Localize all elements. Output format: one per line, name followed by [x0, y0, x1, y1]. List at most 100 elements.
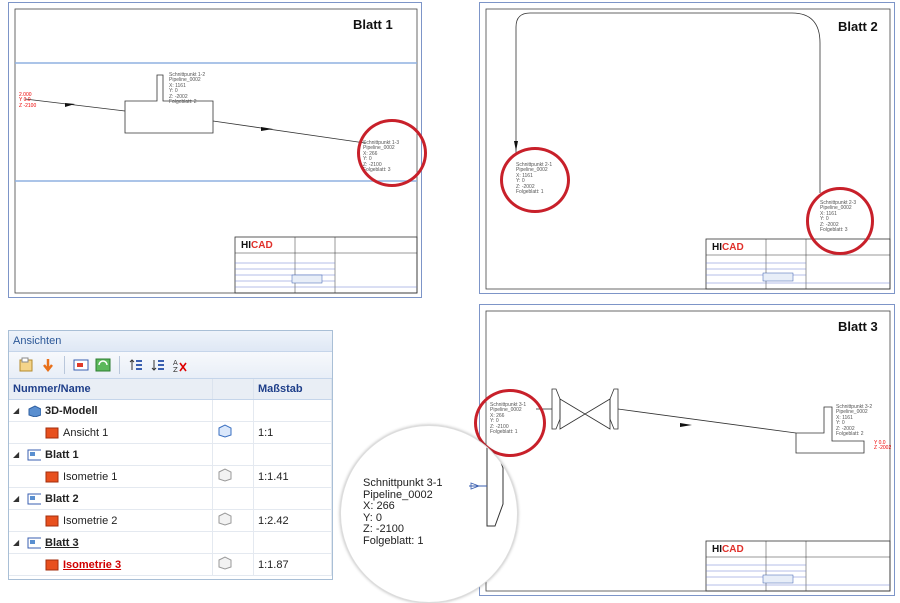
sheet-view-icon[interactable]	[72, 356, 90, 374]
expand-triangle-icon[interactable]: ◢	[13, 406, 20, 415]
3d-view-icon[interactable]	[217, 424, 233, 438]
wireframe-icon[interactable]	[217, 556, 233, 570]
refresh-icon[interactable]	[94, 356, 112, 374]
sheet-3-annotation-right: Schnittpunkt 3-2 Pipeline_0002 X: 1161 Y…	[836, 404, 873, 438]
annot-line: Z -2100	[19, 102, 37, 109]
arrow-down-icon[interactable]	[39, 356, 57, 374]
row-scale	[253, 487, 332, 510]
table-row[interactable]: ◢ Blatt 2	[9, 487, 332, 510]
annot-line: X: 1161	[169, 82, 186, 89]
row-label: Blatt 1	[45, 448, 79, 461]
table-row-selected[interactable]: Isometrie 3 1:1.87	[9, 553, 332, 576]
zoom-magnifier: Schnittpunkt 3-1 Pipeline_0002 X: 266 Y:…	[340, 425, 518, 603]
sheet-2-label: Blatt 2	[838, 19, 878, 34]
annot-line: Schnittpunkt 1-2	[169, 72, 206, 78]
column-scale-header[interactable]: Maßstab	[253, 379, 332, 400]
sheet-1-annotation-left: 2.000 Y 0.0 Z -2100	[19, 92, 37, 109]
annot-line: Z: -2002	[169, 93, 188, 100]
view-icon	[45, 427, 59, 438]
row-scale	[253, 443, 332, 466]
annot-line: Y: 0	[836, 420, 845, 427]
row-scale	[253, 531, 332, 554]
svg-text:A: A	[173, 359, 178, 367]
row-scale	[253, 399, 332, 422]
sort-descending-icon[interactable]	[149, 356, 167, 374]
row-scale: 1:2.42	[253, 509, 332, 532]
toolbar-separator	[64, 356, 65, 374]
sheet-1-label: Blatt 1	[353, 17, 393, 32]
row-label-active: Isometrie 3	[63, 558, 122, 571]
sheet-blatt-2: Blatt 2 HICAD Schnittpunkt 2-1 Pipeline_…	[479, 2, 895, 294]
table-row[interactable]: ◢ 3D-Modell	[9, 399, 332, 422]
sheet-3-drawing	[485, 310, 891, 592]
annot-line: Schnittpunkt 3-2	[836, 404, 873, 410]
row-label: Isometrie 1	[63, 470, 118, 483]
row-label: 3D-Modell	[45, 404, 98, 417]
zoom-line: X: 266	[363, 500, 395, 512]
annot-line: Y 0.0	[19, 97, 31, 104]
views-table: Nummer/Name Maßstab ◢ 3D-Modell Ansicht …	[9, 379, 332, 576]
annot-line: Pipeline_0002	[836, 409, 868, 416]
table-row[interactable]: ◢ Blatt 3	[9, 531, 332, 554]
annot-line: Y: 0	[169, 88, 178, 95]
expand-triangle-icon[interactable]: ◢	[13, 494, 20, 503]
table-row[interactable]: Ansicht 1 1:1	[9, 421, 332, 444]
zoom-line: Schnittpunkt 3-1	[363, 477, 443, 489]
svg-text:Z: Z	[173, 366, 178, 373]
row-scale: 1:1.87	[253, 553, 332, 576]
sheet-icon	[27, 493, 41, 504]
highlight-circle	[474, 389, 546, 457]
annot-line: Folgeblatt: 2	[836, 431, 864, 438]
table-row[interactable]: ◢ Blatt 1	[9, 443, 332, 466]
table-row[interactable]: Isometrie 2 1:2.42	[9, 509, 332, 532]
logo-cad: CAD	[722, 544, 744, 555]
expand-triangle-icon[interactable]: ◢	[13, 450, 20, 459]
row-label: Isometrie 2	[63, 514, 118, 527]
annot-line: Z -2002	[874, 445, 892, 452]
row-label: Blatt 3	[45, 536, 79, 549]
higad-logo: HICAD	[712, 544, 744, 555]
higad-logo: HICAD	[241, 240, 273, 251]
highlight-circle	[500, 147, 570, 213]
new-view-icon[interactable]	[17, 356, 35, 374]
logo-hi: HI	[712, 242, 722, 253]
higad-logo: HICAD	[712, 242, 744, 253]
logo-hi: HI	[712, 544, 722, 555]
row-scale: 1:1.41	[253, 465, 332, 488]
annot-line: Z: -2002	[836, 425, 855, 432]
cube-icon	[28, 404, 41, 417]
sheet-1-annotation-top: Schnittpunkt 1-2 Pipeline_0002 X: 1161 Y…	[169, 72, 206, 105]
sheet-1-drawing	[14, 8, 418, 294]
sheet-icon	[27, 449, 41, 460]
zoom-line: Y: 0	[363, 511, 382, 524]
view-icon	[45, 515, 59, 526]
column-name-header[interactable]: Nummer/Name	[9, 379, 213, 400]
row-label: Blatt 2	[45, 492, 79, 505]
annot-line: X: 1161	[836, 414, 853, 421]
annot-line: 2.000	[19, 92, 32, 98]
highlight-circle	[357, 119, 427, 187]
zoom-line: Z: -2100	[363, 523, 404, 535]
sheet-blatt-1: Blatt 1 HICAD Schnittpunkt 1-2 Pipeline_…	[8, 2, 427, 298]
logo-cad: CAD	[251, 240, 273, 251]
zoom-line: Pipeline_0002	[363, 488, 433, 501]
table-row[interactable]: Isometrie 1 1:1.41	[9, 465, 332, 488]
annot-line: Y 0.0	[874, 440, 886, 446]
column-icon-header	[212, 379, 254, 400]
view-icon	[45, 559, 59, 570]
highlight-circle	[806, 187, 874, 255]
zoom-annotation: Schnittpunkt 3-1 Pipeline_0002 X: 266 Y:…	[363, 477, 443, 547]
wireframe-icon[interactable]	[217, 468, 233, 482]
sheet-icon	[27, 537, 41, 548]
view-icon	[45, 471, 59, 482]
sheet-2-drawing	[485, 8, 891, 290]
sort-ascending-icon[interactable]	[127, 356, 145, 374]
wireframe-icon[interactable]	[217, 512, 233, 526]
toolbar-separator	[119, 356, 120, 374]
table-header: Nummer/Name Maßstab	[9, 379, 332, 400]
sheet-3-annotation-far-right: Y 0.0 Z -2002	[874, 440, 892, 452]
logo-hi: HI	[241, 240, 251, 251]
expand-triangle-icon[interactable]: ◢	[13, 538, 20, 547]
